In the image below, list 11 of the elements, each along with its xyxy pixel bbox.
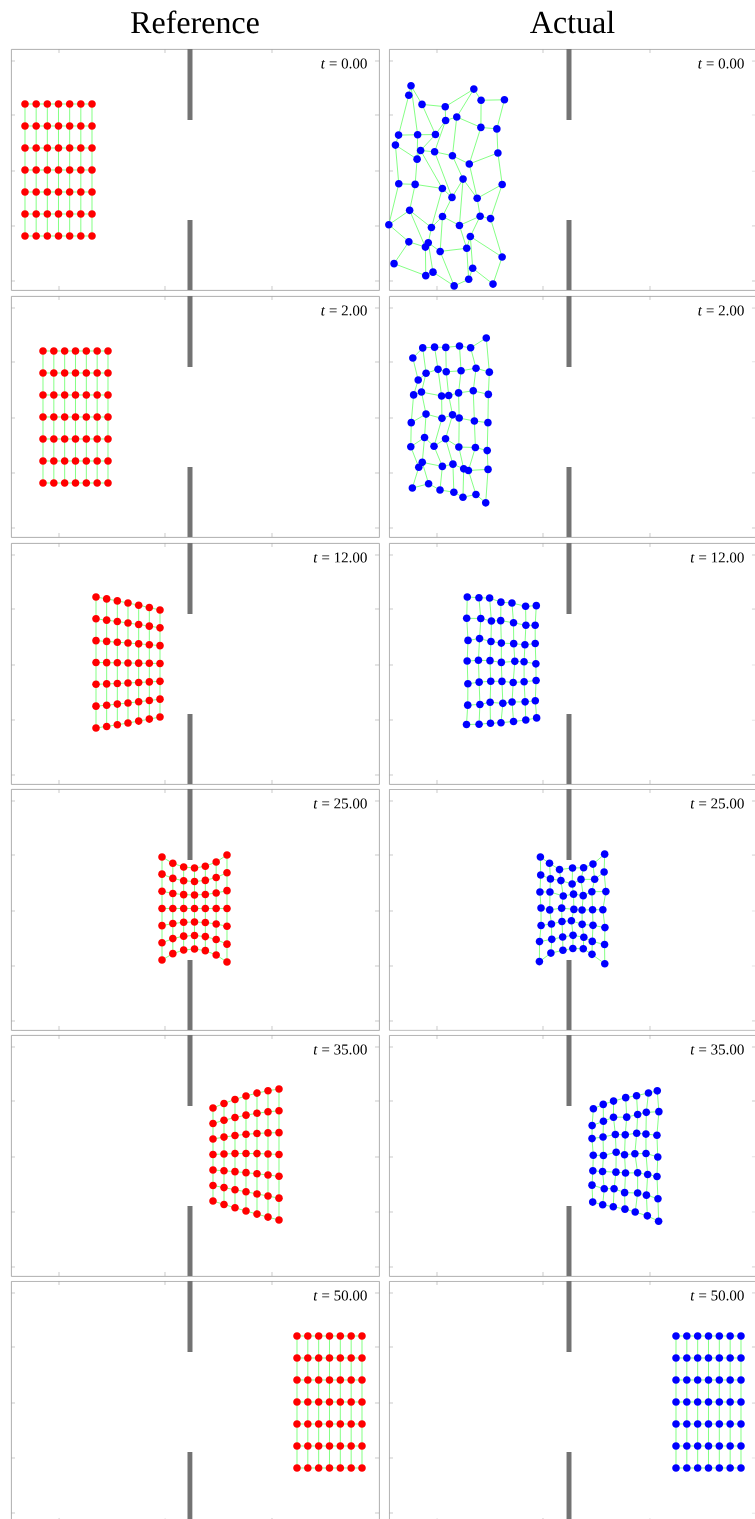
plot-panel: t = 2.00 [388,295,755,538]
plot-panel: t = 12.00 [10,542,380,785]
plot-panel: t = 35.00 [388,1034,755,1277]
plot-panel: t = 50.00 [10,1280,380,1519]
plot-panel: t = 25.00 [10,788,380,1031]
plot-panel: t = 0.00 [388,48,755,291]
plot-panel: t = 35.00 [10,1034,380,1277]
plot-panel: t = 2.00 [10,295,380,538]
plot-panel: t = 50.00 [388,1280,755,1519]
plot-panel: t = 12.00 [388,542,755,785]
plot-panel: t = 0.00 [10,48,380,291]
